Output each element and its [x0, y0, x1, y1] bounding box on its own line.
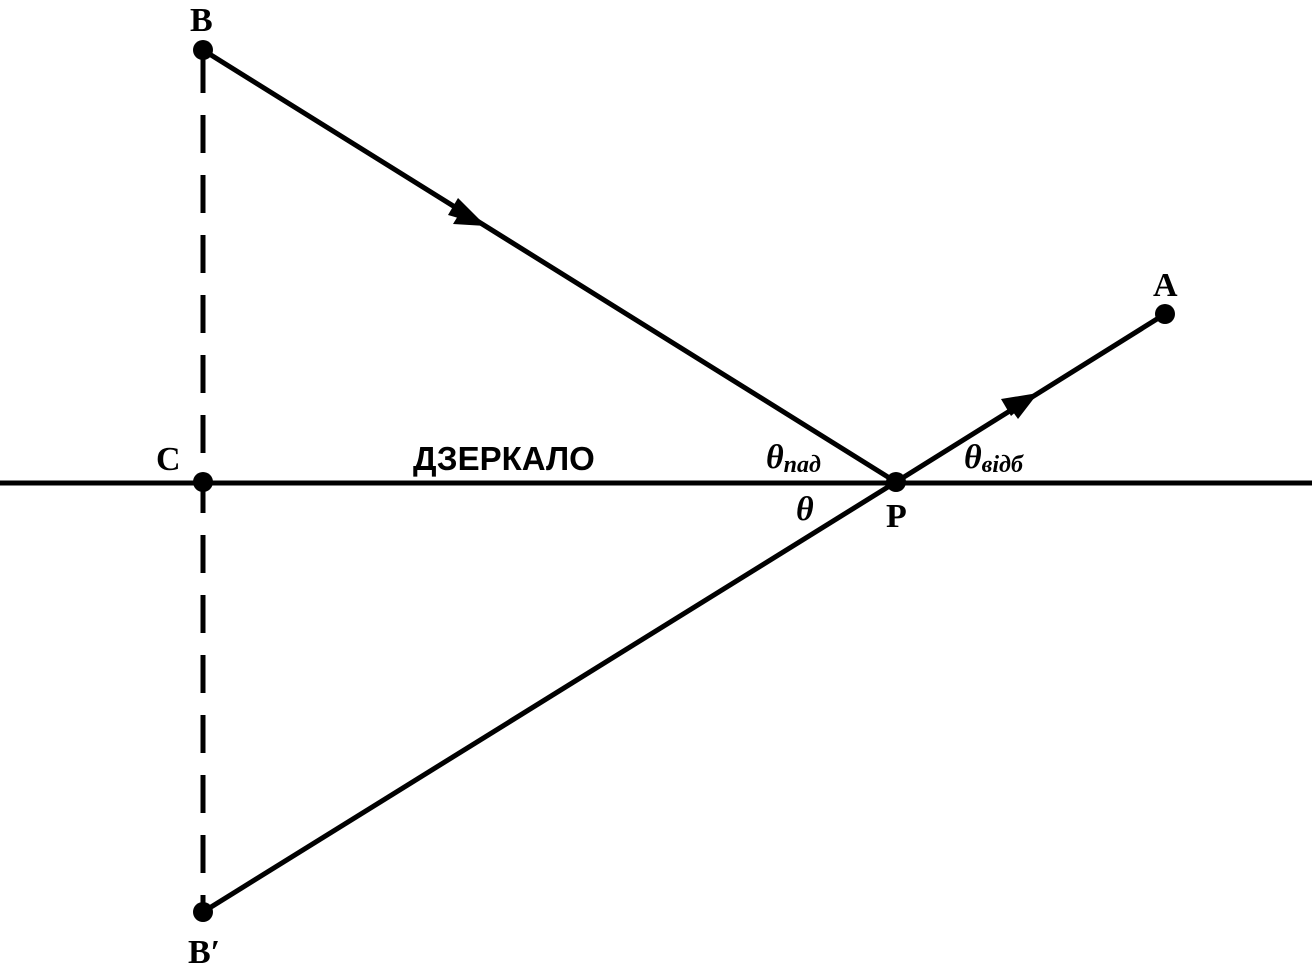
angle-reflected-theta: θ — [964, 439, 982, 476]
point-b-marker — [193, 40, 213, 60]
reflected-arrow-icon-body — [1001, 393, 1038, 416]
incident-arrow-icon-body — [448, 198, 486, 226]
point-p-label: P — [886, 498, 907, 535]
point-b-image-label: B′ — [188, 934, 220, 971]
angle-incident-label: θпад — [766, 439, 821, 478]
incident-ray — [201, 47, 898, 485]
angle-reflected-subscript: відб — [982, 452, 1024, 478]
point-p-marker — [886, 472, 906, 492]
angle-incident-theta: θ — [766, 439, 784, 476]
point-a-label: A — [1153, 267, 1178, 304]
angle-reflected-label: θвідб — [964, 439, 1024, 478]
angle-theta-label: θ — [796, 491, 814, 528]
angle-incident-subscript: пад — [784, 452, 821, 478]
point-c-label: C — [156, 441, 181, 478]
virtual-ray — [201, 479, 898, 915]
point-b-image-marker — [193, 902, 213, 922]
mirror-label: ДЗЕРКАЛО — [413, 440, 595, 477]
point-a-marker — [1155, 304, 1175, 324]
point-b-label: B — [190, 2, 213, 39]
point-c-marker — [193, 472, 213, 492]
